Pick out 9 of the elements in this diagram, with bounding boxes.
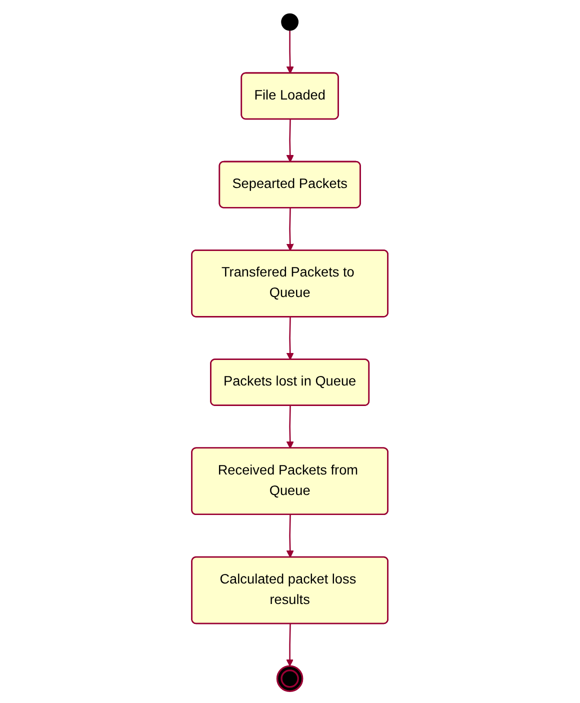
arrow [286,208,294,251]
arrow [286,406,294,449]
arrow [286,317,294,360]
arrow [286,624,294,666]
arrow [286,514,294,558]
node-circle [276,665,304,692]
node-circle [281,13,299,31]
arrow [286,30,294,74]
arrow [286,119,294,162]
